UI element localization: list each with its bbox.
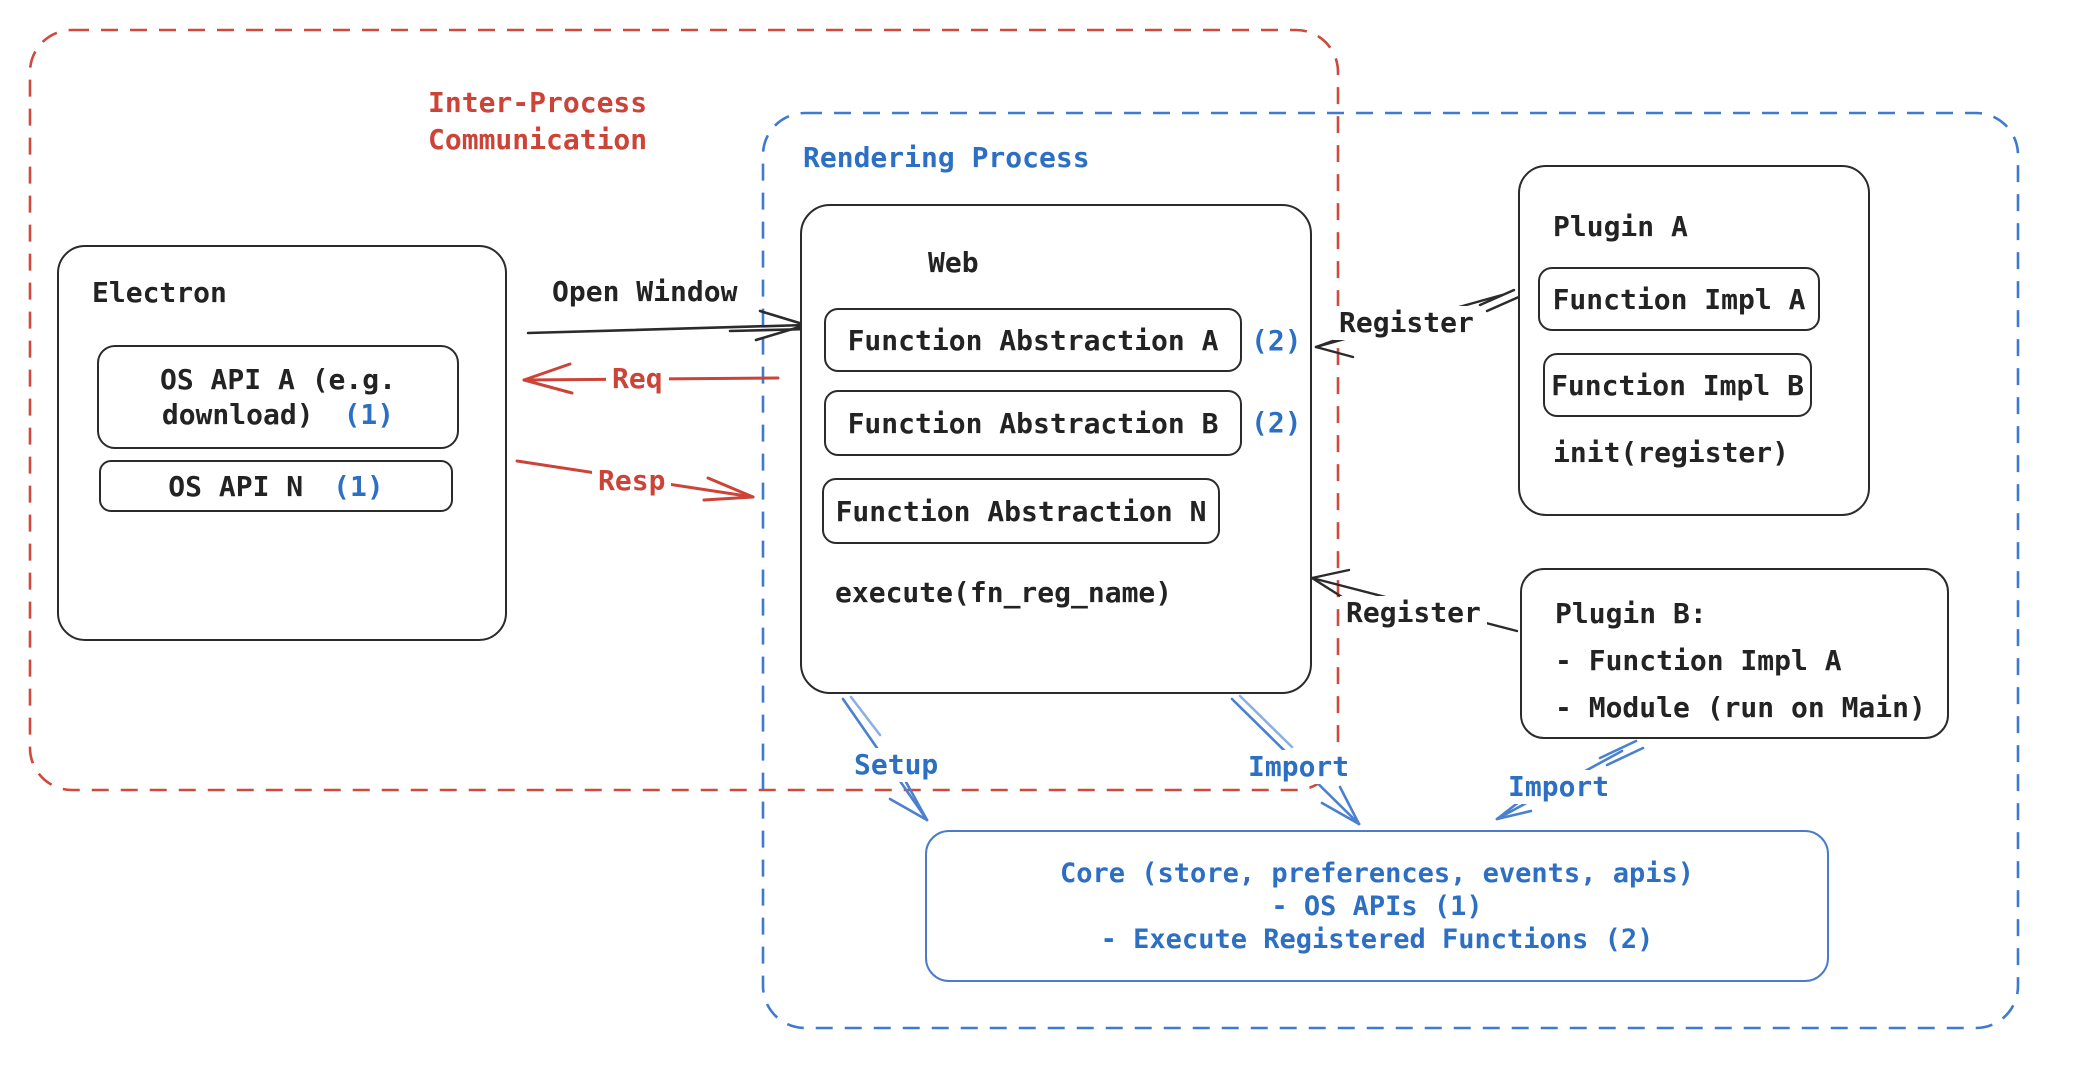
os-api-a-line1: OS API A (e.g. xyxy=(159,363,396,396)
os-api-n-text: OS API N xyxy=(168,469,304,503)
ipc-region-border xyxy=(28,28,1340,792)
os-api-a-text: download) xyxy=(161,398,314,431)
os-api-a-badge: (1) xyxy=(343,398,395,431)
os-api-n-badge: (1) xyxy=(333,469,384,503)
fn-impl-b-text: Function Impl B xyxy=(1551,368,1804,402)
os-api-a-line2: download) (1) xyxy=(162,397,394,432)
rendering-region-border xyxy=(761,111,2020,1030)
init-register-label: init(register) xyxy=(1553,436,1790,469)
plugin-a-box xyxy=(1518,165,1870,516)
fn-abstraction-b-box: Function Abstraction B xyxy=(824,390,1242,456)
plugin-a-title: Plugin A xyxy=(1553,210,1688,243)
plugin-b-title: Plugin B: xyxy=(1555,597,1707,630)
plugin-b-box: Plugin B: - Function Impl A - Module (ru… xyxy=(1520,568,1949,739)
fn-abstraction-b-text: Function Abstraction B xyxy=(847,406,1219,440)
execute-label: execute(fn_reg_name) xyxy=(835,576,1173,609)
fn-abstraction-n-text: Function Abstraction N xyxy=(835,494,1207,528)
import-web-label: Import xyxy=(1242,750,1356,784)
req-label: Req xyxy=(606,362,669,396)
os-api-a-box: OS API A (e.g. download) (1) xyxy=(97,345,459,449)
resp-label: Resp xyxy=(592,464,672,498)
os-api-n-box: OS API N (1) xyxy=(99,460,453,512)
rendering-region-label: Rendering Process xyxy=(803,141,1090,174)
fn-abstraction-a-text: Function Abstraction A xyxy=(847,323,1219,357)
fn-abstraction-b-badge: (2) xyxy=(1251,406,1302,439)
ipc-region-label: Inter-Process Communication xyxy=(428,86,648,156)
core-title: Core (store, preferences, events, apis) xyxy=(1060,857,1694,889)
fn-impl-b-box: Function Impl B xyxy=(1543,353,1812,417)
register-b-label: Register xyxy=(1340,596,1487,630)
fn-abstraction-a-box: Function Abstraction A xyxy=(824,308,1242,372)
import-plugin-label: Import xyxy=(1502,770,1616,804)
open-window-arrow xyxy=(526,309,812,342)
core-box: Core (store, preferences, events, apis) … xyxy=(925,830,1829,982)
register-a-label: Register xyxy=(1333,306,1480,340)
fn-impl-a-text: Function Impl A xyxy=(1552,282,1806,316)
plugin-b-item-fn-impl-a: - Function Impl A xyxy=(1555,644,1842,677)
open-window-label: Open Window xyxy=(552,275,738,308)
setup-label: Setup xyxy=(848,748,945,782)
fn-abstraction-n-box: Function Abstraction N xyxy=(822,478,1220,544)
core-item-os-apis: - OS APIs (1) xyxy=(1271,890,1483,922)
web-title: Web xyxy=(928,246,979,279)
electron-title: Electron xyxy=(92,276,227,309)
fn-impl-a-box: Function Impl A xyxy=(1538,267,1820,331)
plugin-b-item-module: - Module (run on Main) xyxy=(1555,691,1926,724)
core-item-execute-fns: - Execute Registered Functions (2) xyxy=(1100,923,1654,955)
fn-abstraction-a-badge: (2) xyxy=(1251,324,1302,357)
